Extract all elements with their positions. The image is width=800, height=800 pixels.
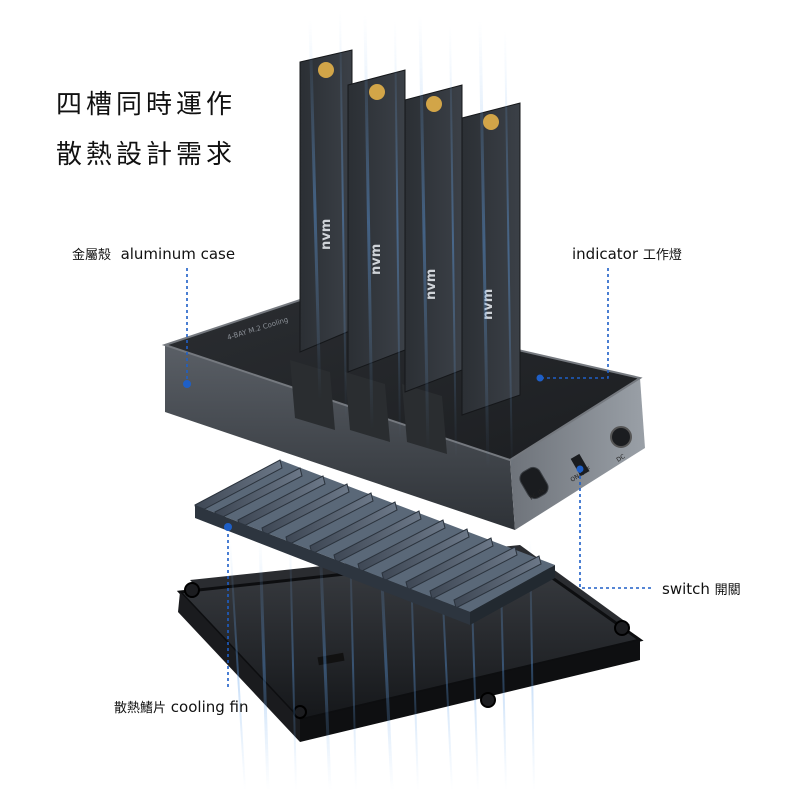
callout-case-zh: 金屬殼 [72, 248, 112, 263]
callout-lines [186, 268, 654, 690]
callout-aluminum-case: 金屬殼 aluminum case [72, 244, 235, 263]
ssd-brand-1: nvm [319, 219, 334, 250]
callout-indicator: indicator 工作燈 [572, 244, 682, 263]
callout-indicator-en: indicator [572, 245, 639, 263]
headline-line-2: 散熱設計需求 [56, 140, 237, 170]
port-label-dc: DC [615, 453, 626, 464]
callout-indicator-zh: 工作燈 [642, 248, 682, 263]
callout-switch: switch 開關 [662, 579, 741, 598]
callout-cooling-fin: 散熱鰭片 cooling fin [114, 697, 249, 716]
ssd-sticks: nvm nvm nvm nvm [299, 49, 521, 416]
callout-case-en: aluminum case [120, 245, 236, 263]
headline-line-1: 四槽同時運作 [56, 90, 237, 120]
airflow-upper [308, 9, 513, 471]
callout-switch-en: switch [662, 580, 710, 598]
ssd-stick-2: nvm [347, 69, 406, 373]
cooling-fin [194, 459, 555, 625]
callout-fin-zh: 散熱鰭片 [114, 701, 167, 716]
ssd-brand-4: nvm [481, 289, 496, 320]
ssd-stick-3: nvm [404, 84, 463, 393]
aluminum-case: 4-BAY M.2 Cooling PC IN ON/OFF DC [161, 298, 645, 530]
callout-switch-zh: 開關 [714, 583, 741, 598]
callout-fin-en: cooling fin [170, 698, 249, 716]
ssd-brand-3: nvm [424, 269, 439, 300]
callout-dots [183, 374, 584, 531]
ssd-brand-2: nvm [369, 244, 384, 275]
